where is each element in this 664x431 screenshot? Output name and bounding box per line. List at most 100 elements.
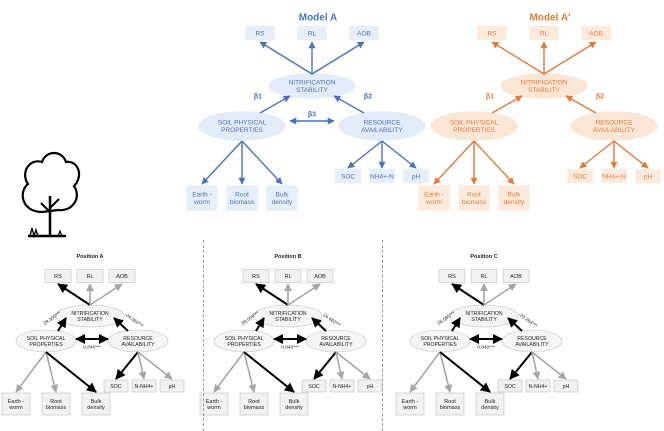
model-a-arrow-right-indicator	[381, 140, 417, 169]
position-b-top-box	[242, 269, 270, 283]
position-b-arrow-left-center	[255, 317, 265, 332]
model-a-arrow-right-center	[333, 95, 365, 114]
position-b-title: Position B	[274, 254, 301, 260]
model-a-prime-left-box	[417, 184, 451, 212]
position-c-right-box	[525, 379, 551, 393]
position-b-right-box-label: N-NH4+	[333, 384, 352, 390]
model-a-prime-right-box-label: NH4+-N	[602, 173, 626, 180]
model-a-prime-left-box	[457, 184, 491, 212]
model-a-prime-arrow-left-indicator	[433, 140, 475, 185]
model-a-prime-top-box-label: RS	[487, 30, 497, 37]
position-b-right-box-label: pH	[367, 384, 374, 390]
position-a-left-box	[81, 392, 111, 416]
model-a-prime-right-box	[566, 168, 594, 184]
position-a-title: Position A	[77, 254, 104, 260]
position-a-right-box-label: N-NH4+	[135, 384, 154, 390]
position-c-right-box-label: N-NH4+	[529, 384, 548, 390]
model-a-title: Model A	[299, 13, 338, 24]
model-a-right-box-label: NH4+-N	[370, 173, 394, 180]
position-b-arrow-right-indicator	[335, 351, 371, 380]
position-c-arrow-right-indicator	[509, 351, 533, 380]
model-a-arrow-right-indicator	[347, 140, 383, 169]
model-a-prime-left-box	[497, 184, 531, 212]
model-a-right-box	[334, 168, 362, 184]
position-a-arrow-left-indicator	[15, 351, 47, 393]
model-a-arrow-left-center	[259, 95, 291, 114]
position-b-top-box-label: RL	[284, 274, 291, 280]
position-c-top-box	[438, 269, 466, 283]
position-b-arrow-right-indicator	[335, 351, 345, 380]
tree-branch	[40, 202, 51, 213]
model-a-prime-arrow-right-center	[565, 95, 597, 114]
position-a-top-box	[108, 269, 136, 283]
model-a-arrow-top	[311, 41, 365, 75]
position-c-arrow-left-indicator	[439, 351, 491, 393]
position-a-arrow-right-indicator	[115, 351, 139, 380]
position-c-arrow-left-center	[451, 317, 461, 332]
model-a-prime-top-box-label: AOB	[589, 30, 603, 37]
position-b-top-box-label: AOB	[314, 274, 326, 280]
position-b-path-middle: 0.846***	[281, 345, 299, 351]
position-a-arrow-left-indicator	[45, 351, 59, 393]
position-c-top-box	[470, 269, 498, 283]
model-a-beta-3: β3	[308, 111, 316, 118]
position-c-left-box-label: Earth -worm	[402, 399, 419, 411]
position-a-right-box-label: pH	[169, 384, 176, 390]
position-c-top-box	[502, 269, 530, 283]
position-a-left-box-label: Earth -worm	[8, 399, 25, 411]
model-a-top-box-label: AOB	[357, 30, 371, 37]
position-b-arrow-left-indicator	[243, 351, 295, 393]
position-c-arrow-left-indicator	[439, 351, 453, 393]
position-a-left-box	[1, 392, 31, 416]
position-c-arrow-right-indicator	[531, 351, 567, 380]
position-c-right-box	[553, 379, 579, 393]
panel-separator	[203, 240, 204, 431]
tree-branch	[49, 198, 60, 209]
grass-icon	[29, 227, 39, 239]
position-a-top-box-label: AOB	[116, 274, 128, 280]
position-a-top-box-label: RS	[54, 274, 62, 280]
model-a-prime-arrow-right-indicator	[579, 140, 615, 169]
model-a-prime-arrow-right-indicator	[613, 140, 649, 169]
position-a-path-middle: 0.848***	[83, 345, 101, 351]
model-a-prime-right-box-label: pH	[644, 173, 653, 180]
model-a-right-box	[402, 168, 430, 184]
model-a-prime-arrow-top	[491, 41, 545, 75]
position-a-right-box	[159, 379, 185, 393]
model-a-right-box-label: SOC	[341, 173, 355, 180]
model-a-top-box-label: RL	[308, 30, 317, 37]
model-a-top-box-label: RS	[255, 30, 265, 37]
position-c-path-right: -26.264***	[517, 312, 538, 330]
position-c-left-box	[395, 392, 425, 416]
position-c-arrow-top	[483, 283, 517, 306]
position-a-path-right: -24.060***	[123, 312, 144, 330]
position-b-arrow-right-center	[311, 317, 327, 332]
position-b-right-box	[301, 379, 327, 393]
model-a-prime-arrow-left-indicator	[473, 140, 515, 185]
position-a-arrow-left-center	[57, 317, 67, 332]
position-a-top-box	[76, 269, 104, 283]
position-a-arrow-right-indicator	[137, 351, 173, 380]
model-a-right-box-label: pH	[412, 173, 421, 180]
model-a-prime-top-box	[580, 25, 612, 41]
position-c-left-box	[475, 392, 505, 416]
panel-separator	[382, 240, 383, 431]
